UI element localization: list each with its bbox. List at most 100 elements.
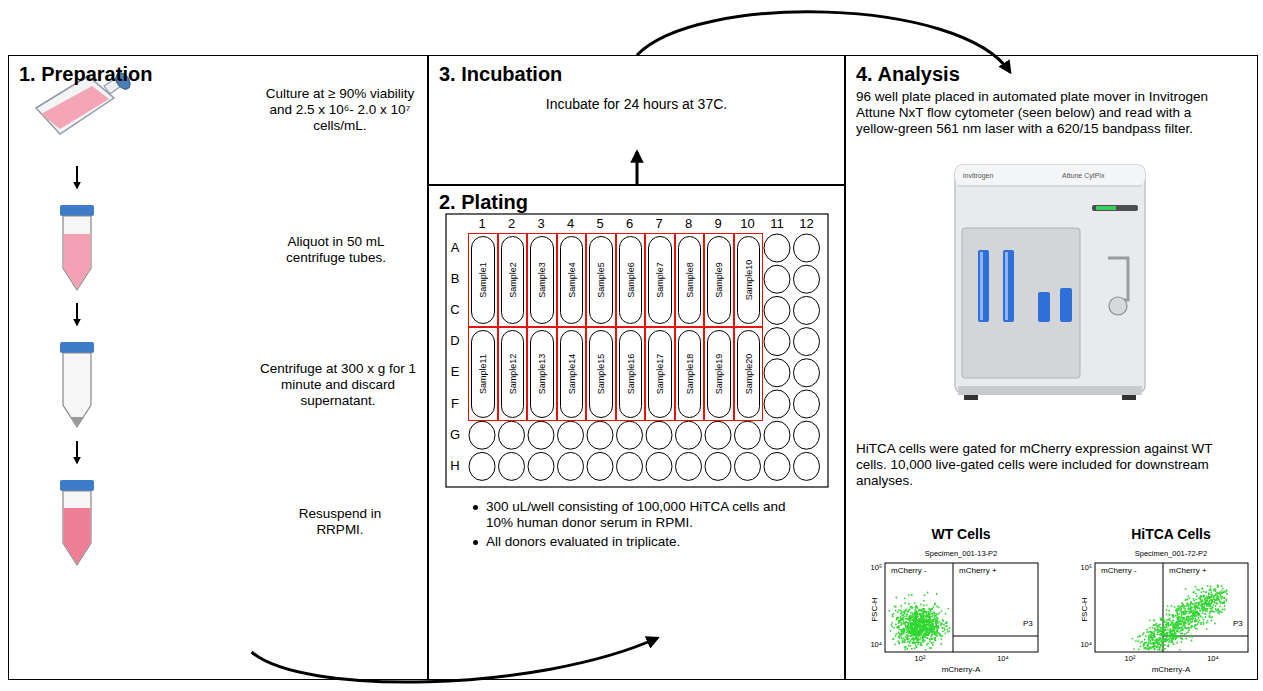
event-dot <box>1153 635 1155 637</box>
sample-well-group: Sample1 <box>468 233 498 327</box>
tick-label: 10⁵ <box>1081 564 1092 573</box>
event-dot <box>1151 638 1153 640</box>
event-dot <box>1154 648 1156 650</box>
event-dot <box>939 634 941 636</box>
event-dot <box>1179 623 1181 625</box>
event-dot <box>916 605 918 607</box>
plot-title: WT Cells <box>931 526 990 542</box>
event-dot <box>946 625 948 627</box>
event-dot <box>909 619 911 621</box>
step-text: Culture at ≥ 90% viability and 2.5 x 10⁶… <box>256 86 424 135</box>
event-dot <box>912 637 914 639</box>
event-dot <box>1159 643 1161 645</box>
event-dot <box>1142 634 1144 636</box>
event-dot <box>1200 615 1202 617</box>
event-dot <box>1150 641 1152 643</box>
sample-well-group: Sample10 <box>734 233 764 327</box>
event-dot <box>1182 612 1184 614</box>
sample-well-group: Sample15 <box>586 327 616 421</box>
population-label: P3 <box>1022 619 1034 628</box>
event-dot <box>1180 632 1182 634</box>
event-dot <box>908 616 910 618</box>
event-dot <box>1216 592 1218 594</box>
event-dot <box>1147 649 1149 651</box>
event-dot <box>941 623 943 625</box>
instrument-body <box>955 165 1145 393</box>
event-dot <box>1201 605 1203 607</box>
event-dot <box>1143 632 1145 634</box>
event-dot <box>1188 618 1190 620</box>
event-dot <box>915 646 917 648</box>
plate-well <box>617 452 643 480</box>
event-dot <box>936 628 938 630</box>
event-dot <box>938 633 940 635</box>
plate-well <box>764 296 790 324</box>
scatter-plot-frame <box>885 563 1038 652</box>
plate-well <box>499 421 525 449</box>
event-dot <box>929 618 931 620</box>
event-dot <box>915 644 917 646</box>
event-dot <box>1182 619 1184 621</box>
event-dot <box>1150 635 1152 637</box>
event-dot <box>942 635 944 637</box>
row-letter: H <box>450 459 459 474</box>
event-dot <box>1209 604 1211 606</box>
event-dot <box>1159 647 1161 649</box>
event-dot <box>914 623 916 625</box>
event-dot <box>895 610 897 612</box>
event-dot <box>1157 633 1159 635</box>
event-dot <box>1177 621 1179 623</box>
event-dot <box>1169 614 1171 616</box>
event-dot <box>1181 624 1183 626</box>
event-dot <box>1205 597 1207 599</box>
event-dot <box>895 623 897 625</box>
event-dot <box>1157 643 1159 645</box>
event-dot <box>1208 616 1210 618</box>
event-dot <box>919 621 921 623</box>
flow-arrow <box>637 12 1010 72</box>
event-dot <box>1154 649 1156 651</box>
event-dot <box>1213 602 1215 604</box>
event-dot <box>909 642 911 644</box>
event-dot <box>1225 591 1227 593</box>
event-dot <box>1202 612 1204 614</box>
plate-well <box>646 421 672 449</box>
event-dot <box>1172 642 1174 644</box>
event-dot <box>1187 604 1189 606</box>
event-dot <box>1205 603 1207 605</box>
event-dot <box>938 606 940 608</box>
event-dot <box>912 642 914 644</box>
event-dot <box>1190 606 1192 608</box>
plate-well <box>794 234 820 262</box>
event-dot <box>1218 613 1220 615</box>
event-dot <box>935 619 937 621</box>
column-number: 2 <box>508 217 515 232</box>
event-dot <box>1183 611 1185 613</box>
event-dot <box>934 633 936 635</box>
event-dot <box>1178 631 1180 633</box>
sample-well-group: Sample13 <box>527 327 557 421</box>
event-dot <box>1225 598 1227 600</box>
sample-label: Sample18 <box>684 354 695 395</box>
flow-arrow <box>252 638 658 682</box>
event-dot <box>1163 627 1165 629</box>
cell-pellet <box>71 417 83 426</box>
event-dot <box>927 592 929 594</box>
event-dot <box>922 623 924 625</box>
event-dot <box>1202 600 1204 602</box>
event-dot <box>923 600 925 602</box>
event-dot <box>921 625 923 627</box>
event-dot <box>914 624 916 626</box>
event-dot <box>1176 621 1178 623</box>
step-arrow <box>76 303 78 325</box>
event-dot <box>1135 640 1137 642</box>
event-dot <box>1140 646 1142 648</box>
event-dot <box>901 613 903 615</box>
event-dot <box>942 619 944 621</box>
event-dot <box>921 629 923 631</box>
event-dot <box>1144 639 1146 641</box>
event-dot <box>930 647 932 649</box>
event-dot <box>1190 602 1192 604</box>
event-dot <box>1170 636 1172 638</box>
event-dot <box>1161 631 1163 633</box>
